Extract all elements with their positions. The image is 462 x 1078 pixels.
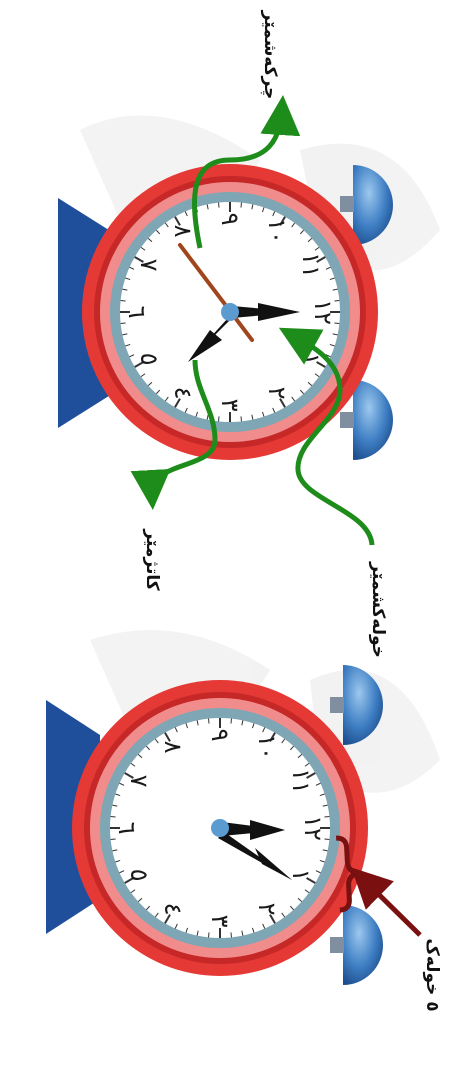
- numeral: ٤: [159, 903, 187, 916]
- tick-mark: [241, 203, 242, 208]
- tick-mark: [121, 323, 126, 324]
- numeral: ٤: [169, 387, 197, 400]
- tick-mark: [231, 932, 232, 937]
- label-minute-hand: خولەکشمێر: [368, 561, 388, 658]
- label-five-minutes: ٥ خولەک: [422, 938, 442, 1011]
- numeral: ١٠: [263, 218, 291, 244]
- numeral: ٧: [135, 259, 163, 272]
- label-hour-hand: کاتژمێر: [142, 528, 162, 590]
- tick-mark: [111, 817, 116, 818]
- numeral: ٦: [123, 306, 151, 319]
- tick-mark: [219, 203, 220, 208]
- numeral: ٨: [159, 741, 187, 754]
- tick-mark: [121, 301, 126, 302]
- tick-mark: [209, 719, 210, 724]
- tick-mark: [111, 839, 116, 840]
- label-second-hand: چرکەشمێر: [260, 10, 280, 100]
- numeral: ٣: [216, 399, 244, 412]
- tick-mark: [231, 719, 232, 724]
- numeral: ٢: [253, 903, 281, 916]
- numeral: ٧: [125, 775, 153, 788]
- alarm-clock-top: ١٢ ١ ٢ ٣ ٤ ٥ ٦ ٧ ٨ ٩ ١٠ ١١ چرکەشمێر کاتژ…: [58, 10, 393, 658]
- numeral: ٩: [206, 729, 234, 742]
- clock-center: [211, 819, 229, 837]
- numeral: ٩: [216, 213, 244, 226]
- numeral: ١٢: [309, 299, 337, 325]
- tick-mark: [209, 932, 210, 937]
- numeral: ١١: [297, 252, 325, 278]
- bell-right-bottom: [343, 905, 383, 985]
- numeral: ١١: [287, 768, 315, 794]
- numeral: ٥: [135, 353, 163, 366]
- numeral: ٨: [169, 225, 197, 238]
- numeral: ١٠: [253, 734, 281, 760]
- numeral: ٢: [263, 387, 291, 400]
- numeral: ١٢: [299, 815, 327, 841]
- tick-mark: [219, 416, 220, 421]
- numeral: ٦: [113, 822, 141, 835]
- numeral: ٥: [125, 869, 153, 882]
- numeral: ٣: [206, 915, 234, 928]
- clock-center: [221, 303, 239, 321]
- tick-mark: [241, 416, 242, 421]
- bell-right-bottom: [353, 380, 393, 460]
